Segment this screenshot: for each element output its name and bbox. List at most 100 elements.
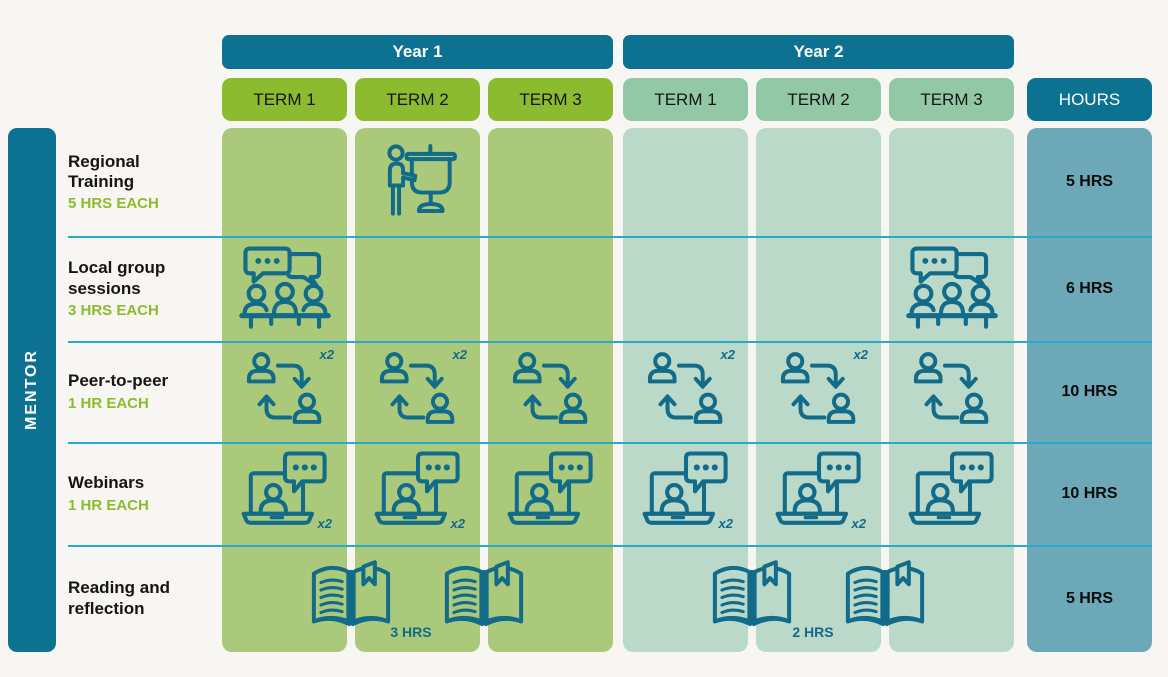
row-label-webinars: Webinars 1 HR EACH (68, 442, 216, 545)
hours-column: 5 HRS 6 HRS 10 HRS 10 HRS 5 HRS (1027, 128, 1152, 652)
multiplier-badge: x2 (720, 347, 735, 362)
open-book-icon (444, 560, 524, 627)
reading-book-icon-y1-a (305, 556, 397, 632)
row-subtitle: 3 HRS EACH (68, 301, 159, 319)
row-label-peer-to-peer: Peer-to-peer 1 HR EACH (68, 341, 216, 442)
hours-regional-training: 5 HRS (1027, 128, 1152, 236)
hours-value: 10 HRS (1061, 382, 1118, 400)
peer-exchange-icon (647, 351, 722, 424)
presenter-flipchart-icon (386, 143, 457, 216)
row-title: Reading and reflection (68, 578, 171, 618)
multiplier-badge: x2 (450, 516, 465, 531)
cell-webinar: x2 (623, 442, 748, 545)
hours-webinars: 10 HRS (1027, 442, 1152, 545)
cell-webinar: x2 (355, 442, 480, 545)
multiplier-badge: x2 (853, 347, 868, 362)
row-divider (68, 236, 1152, 238)
cell-webinar (889, 442, 1014, 545)
multiplier-badge: x2 (317, 516, 332, 531)
year1-label: Year 1 (392, 42, 443, 61)
term-label: TERM 3 (519, 89, 582, 109)
cell-peer-to-peer (889, 341, 1014, 442)
webinar-laptop-icon (901, 449, 1003, 539)
group-discussion-icon (902, 243, 1002, 335)
peer-exchange-icon (780, 351, 855, 424)
row-subtitle: 1 HR EACH (68, 394, 149, 412)
cell-regional-training (889, 128, 1014, 236)
hours-value: 10 HRS (1061, 484, 1118, 502)
cell-regional-training (756, 128, 881, 236)
reading-hours-year1: 3 HRS (390, 624, 432, 640)
peer-exchange-icon (379, 351, 454, 424)
cell-local-group-session (222, 236, 347, 341)
row-title: Local group sessions (68, 258, 166, 298)
term-label: TERM 1 (253, 89, 316, 109)
open-book-icon (845, 560, 925, 627)
term-label: TERM 2 (386, 89, 449, 109)
cell-regional-training (623, 128, 748, 236)
year2-term3-header: TERM 3 (889, 78, 1014, 121)
cell-regional-training (488, 128, 613, 236)
hours-value: 5 HRS (1065, 173, 1114, 190)
multiplier-badge: x2 (452, 347, 467, 362)
peer-exchange-icon (246, 351, 321, 424)
cell-peer-to-peer: x2 (355, 341, 480, 442)
cell-webinar (488, 442, 613, 545)
row-title: Webinars (68, 473, 145, 493)
term-label: TERM 1 (654, 89, 717, 109)
row-label-local-group-sessions: Local group sessions 3 HRS EACH (68, 236, 216, 341)
term-label: TERM 2 (787, 89, 850, 109)
cell-peer-to-peer (488, 341, 613, 442)
cell-regional-training (355, 128, 480, 236)
peer-exchange-icon (913, 351, 988, 424)
row-subtitle: 5 HRS EACH (68, 195, 159, 213)
multiplier-badge: x2 (718, 516, 733, 531)
cell-webinar: x2 (756, 442, 881, 545)
multiplier-badge: x2 (319, 347, 334, 362)
webinar-laptop-icon (500, 449, 602, 539)
hours-peer-to-peer: 10 HRS (1027, 341, 1152, 442)
row-subtitle: 1 HR EACH (68, 496, 149, 514)
multiplier-badge: x2 (851, 516, 866, 531)
activity-labels-column: Regional Training 5 HRS EACH Local group… (68, 128, 216, 652)
year1-header: Year 1 (222, 35, 613, 69)
group-discussion-icon (235, 243, 335, 335)
open-book-icon (712, 560, 792, 627)
cell-peer-to-peer: x2 (222, 341, 347, 442)
row-title: Regional Training (68, 151, 140, 191)
cell-regional-training (222, 128, 347, 236)
row-title: Peer-to-peer (68, 371, 169, 391)
year1-term3-header: TERM 3 (488, 78, 613, 121)
year2-label: Year 2 (793, 42, 844, 61)
term-label: TERM 3 (920, 89, 983, 109)
year2-term1-header: TERM 1 (623, 78, 748, 121)
row-divider (68, 341, 1152, 343)
cell-local-group-session (355, 236, 480, 341)
cell-local-group-session (623, 236, 748, 341)
column-year1-term1: x2 x2 (222, 128, 347, 652)
year2-header: Year 2 (623, 35, 1014, 69)
hours-value: 5 HRS (1065, 589, 1114, 607)
mentor-sidebar: MENTOR (8, 128, 56, 652)
hours-header-label: HOURS (1058, 89, 1121, 109)
reading-hours-year2: 2 HRS (792, 624, 834, 640)
row-divider (68, 545, 1152, 547)
year1-term1-header: TERM 1 (222, 78, 347, 121)
cell-local-group-session (488, 236, 613, 341)
row-divider (68, 442, 1152, 444)
cell-local-group-session (756, 236, 881, 341)
hours-value: 6 HRS (1065, 279, 1114, 297)
reading-book-icon-y1-b (438, 556, 530, 632)
peer-exchange-icon (512, 351, 587, 424)
reading-book-icon-y2-b (839, 556, 931, 632)
cell-peer-to-peer: x2 (756, 341, 881, 442)
row-label-reading-reflection: Reading and reflection (68, 545, 216, 652)
hours-local-group-sessions: 6 HRS (1027, 236, 1152, 341)
hours-column-header: HOURS (1027, 78, 1152, 121)
column-year2-term1: x2 x2 (623, 128, 748, 652)
hours-reading-reflection: 5 HRS (1027, 545, 1152, 652)
cell-webinar: x2 (222, 442, 347, 545)
row-label-regional-training: Regional Training 5 HRS EACH (68, 128, 216, 236)
year2-term2-header: TERM 2 (756, 78, 881, 121)
